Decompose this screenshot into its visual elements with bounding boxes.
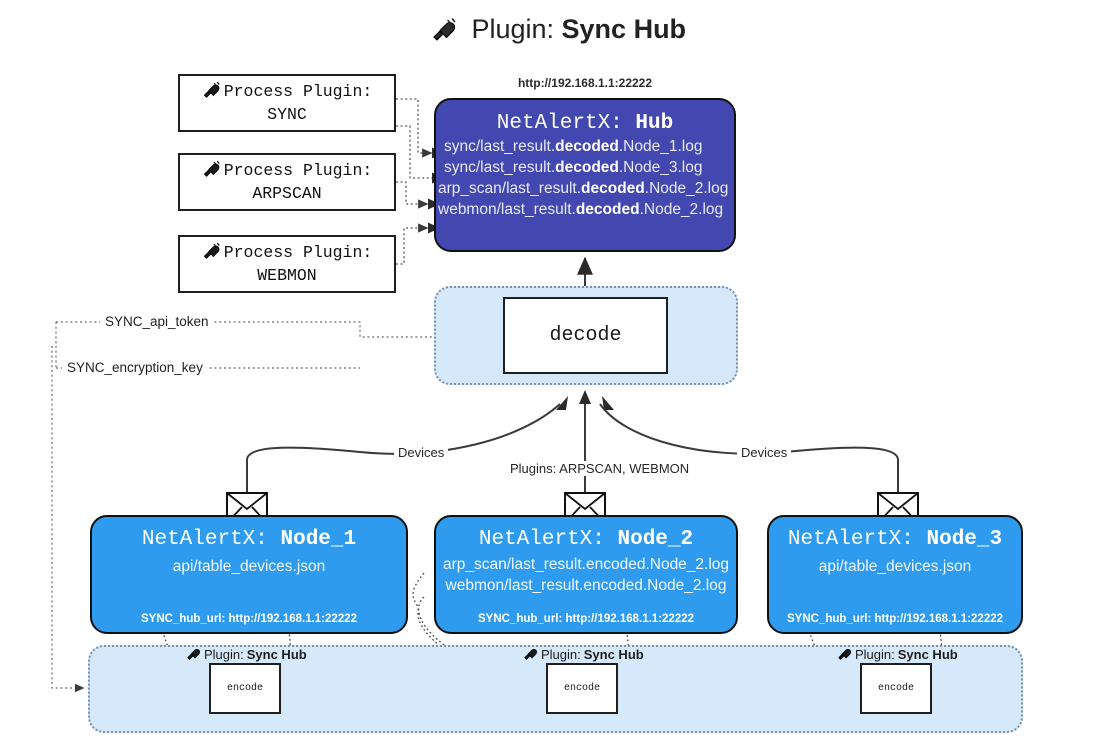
encode-plugin-label-3: Plugin:Sync Hub	[837, 646, 958, 663]
edge-label-devices-right: Devices	[737, 445, 792, 460]
node-data-line: api/table_devices.json	[818, 558, 972, 575]
node-title: NetAlertX: Node_2	[478, 528, 694, 551]
node-title: NetAlertX: Node_3	[787, 528, 1003, 551]
plug-icon	[202, 242, 221, 266]
hub-box[interactable]: NetAlertX: Hub sync/last_result.decoded.…	[434, 98, 736, 252]
hub-log-line: webmon/last_result.decoded.Node_2.log	[438, 201, 724, 218]
hub-name: Hub	[635, 112, 674, 135]
hub-log-line: sync/last_result.decoded.Node_1.log	[444, 138, 703, 155]
process-plugin-sync[interactable]: Process Plugin: SYNC	[178, 74, 396, 132]
node-hub-url: SYNC_hub_url: http://192.168.1.1:22222	[477, 613, 695, 625]
encode-label: encode	[877, 683, 914, 694]
hub-log-line: sync/last_result.decoded.Node_3.log	[444, 159, 703, 176]
envelope-icon	[877, 492, 919, 529]
node-data-line: webmon/last_result.encoded.Node_2.log	[445, 577, 727, 594]
node-data-line: arp_scan/last_result.encoded.Node_2.log	[442, 556, 730, 573]
encode-box-3[interactable]: encode	[860, 663, 932, 714]
encode-label: encode	[563, 683, 600, 694]
sync-encryption-key-label: SYNC_encryption_key	[62, 360, 208, 375]
title-prefix: Plugin:	[471, 14, 555, 44]
title-name: Sync Hub	[561, 14, 687, 44]
plug-icon	[202, 160, 221, 184]
plug-icon	[837, 646, 852, 663]
encode-box-1[interactable]: encode	[209, 663, 281, 714]
plug-icon	[186, 646, 201, 663]
encode-label: encode	[226, 683, 263, 694]
encode-plugin-label-2: Plugin:Sync Hub	[523, 646, 644, 663]
sync-api-token-label: SYNC_api_token	[100, 314, 214, 329]
process-plugin-label: Process Plugin:	[223, 82, 373, 102]
encode-plugin-label-1: Plugin:Sync Hub	[186, 646, 307, 663]
node-box-node-3[interactable]: NetAlertX: Node_3 api/table_devices.json…	[767, 515, 1023, 634]
edge-label-plugins: Plugins: ARPSCAN, WEBMON	[506, 461, 694, 476]
encode-box-2[interactable]: encode	[546, 663, 618, 714]
node-box-node-1[interactable]: NetAlertX: Node_1 api/table_devices.json…	[90, 515, 408, 634]
process-plugin-name: ARPSCAN	[252, 183, 322, 203]
plug-icon	[202, 81, 221, 105]
process-plugin-arpscan[interactable]: Process Plugin: ARPSCAN	[178, 153, 396, 211]
node-data-line: api/table_devices.json	[172, 558, 326, 575]
hub-log-line: arp_scan/last_result.decoded.Node_2.log	[438, 180, 729, 197]
page-title: Plugin: Sync Hub	[0, 14, 1117, 48]
hub-title: NetAlertX: Hub	[436, 112, 734, 135]
process-plugin-label: Process Plugin:	[223, 161, 373, 181]
edge-label-devices-left: Devices	[394, 445, 449, 460]
plug-icon	[523, 646, 538, 663]
process-plugin-name: WEBMON	[257, 265, 317, 285]
node-title: NetAlertX: Node_1	[141, 528, 357, 551]
hub-app: NetAlertX:	[496, 112, 623, 135]
process-plugin-label: Process Plugin:	[223, 243, 373, 263]
node-box-node-2[interactable]: NetAlertX: Node_2 arp_scan/last_result.e…	[434, 515, 738, 634]
node-hub-url: SYNC_hub_url: http://192.168.1.1:22222	[140, 613, 358, 625]
hub-url: http://192.168.1.1:22222	[517, 76, 653, 90]
decode-label: decode	[549, 324, 622, 347]
node-hub-url: SYNC_hub_url: http://192.168.1.1:22222	[786, 613, 1004, 625]
decode-box[interactable]: decode	[503, 297, 668, 374]
process-plugin-webmon[interactable]: Process Plugin: WEBMON	[178, 235, 396, 293]
plug-icon	[431, 17, 457, 48]
process-plugin-name: SYNC	[267, 104, 307, 124]
